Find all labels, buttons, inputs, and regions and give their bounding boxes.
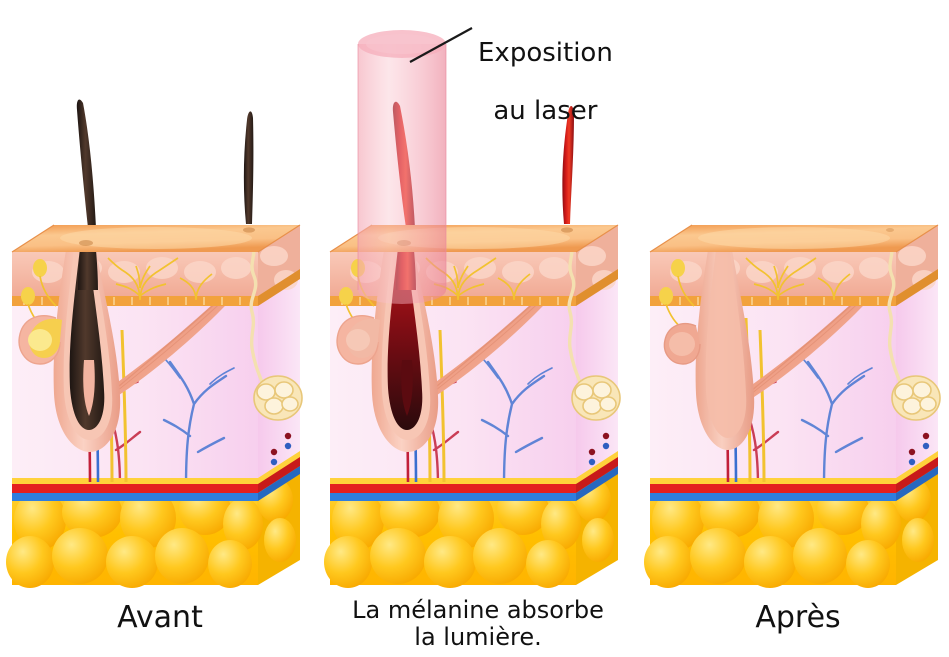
epidermis-top-surface	[11, 224, 301, 253]
hair-bulb	[69, 248, 105, 430]
hair-shaft-group	[76, 99, 254, 228]
sweat-gland	[249, 239, 303, 421]
deep-vessel-bands	[12, 451, 300, 501]
skin-block-after	[644, 224, 941, 588]
laser-label-line2: au laser	[493, 96, 598, 127]
panel-before: Avant	[0, 0, 320, 657]
hair-shaft	[76, 99, 96, 228]
sebaceous-gland	[336, 315, 380, 365]
panel-caption-before: Avant	[117, 600, 203, 635]
dermal-papilla	[401, 360, 413, 416]
sensory-corpuscles	[659, 259, 695, 331]
skin-block-before	[6, 99, 303, 588]
laser-beam	[357, 30, 447, 304]
panel-caption-during-line2: la lumière.	[414, 623, 542, 651]
capillary-dots	[270, 432, 292, 466]
sweat-gland	[887, 239, 941, 421]
hair-shaft	[243, 111, 254, 224]
hypodermis-layer	[6, 460, 300, 588]
deep-vessel-bands	[650, 451, 938, 501]
laser-exposure-label: Exposition au laser	[478, 10, 613, 156]
epidermal-nerve-endings	[107, 257, 213, 301]
hair-shaft	[562, 105, 574, 224]
epidermis-top-surface	[649, 224, 939, 253]
laser-label-line1: Exposition	[478, 38, 613, 69]
fat-globules	[644, 478, 934, 588]
fat-globules	[324, 478, 614, 588]
hair-follicle	[695, 250, 755, 450]
dermal-papilla	[83, 360, 95, 416]
hypodermis-layer	[324, 460, 618, 588]
capillary-dots	[908, 432, 930, 466]
hypodermis-layer	[644, 460, 938, 588]
skin-block-during	[324, 30, 621, 588]
panel-during: La mélanine absorbe la lumière.	[318, 0, 638, 657]
capillary-dots	[588, 432, 610, 466]
sweat-gland	[567, 239, 621, 421]
deep-vessel-bands	[330, 451, 618, 501]
sebaceous-gland	[663, 322, 701, 365]
panel-caption-after: Après	[755, 600, 841, 635]
epidermal-nerve-endings	[745, 257, 851, 301]
panel-after: Après	[638, 0, 949, 657]
hair-follicle	[53, 228, 121, 452]
panel-caption-during-line1: La mélanine absorbe	[352, 596, 604, 624]
sebaceous-gland	[18, 315, 62, 365]
